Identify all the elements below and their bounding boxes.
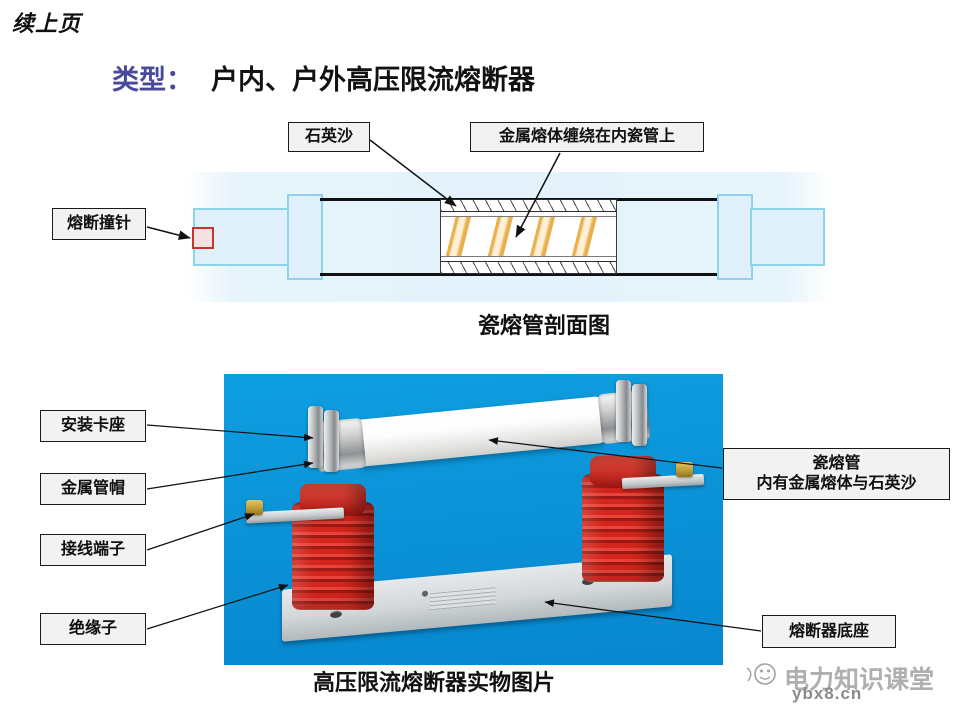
page-title: 类型： 户内、户外高压限流熔断器 bbox=[112, 58, 535, 97]
ceramic-tube-body bbox=[440, 199, 617, 274]
smiley-circle-icon bbox=[746, 663, 776, 685]
callout-fuse-base[interactable]: 熔断器底座 bbox=[762, 615, 896, 648]
callout-fuse-element-label: 金属熔体缠绕在内瓷管上 bbox=[498, 128, 675, 146]
callout-insulator-label: 绝缘子 bbox=[68, 620, 117, 638]
callout-fuse-tube[interactable]: 瓷熔管 内有金属熔体与石英沙 bbox=[723, 448, 950, 500]
mounting-clip-left-b bbox=[324, 410, 339, 472]
cross-section-panel bbox=[187, 172, 830, 302]
terminal-bolt-left bbox=[246, 500, 263, 515]
striker-pin-marker bbox=[192, 227, 214, 249]
fuse-photograph bbox=[224, 374, 723, 665]
fuse-element-stripe bbox=[443, 217, 474, 256]
callout-terminal[interactable]: 接线端子 bbox=[40, 534, 146, 566]
tube-bottom-rail bbox=[320, 273, 720, 276]
quartz-sand-band-top bbox=[441, 199, 616, 212]
left-metal-cap bbox=[287, 194, 323, 280]
callout-fuse-base-label: 熔断器底座 bbox=[788, 622, 869, 640]
title-value: 户内、户外高压限流熔断器 bbox=[211, 65, 535, 95]
callout-metal-cap[interactable]: 金属管帽 bbox=[40, 473, 146, 505]
quartz-sand-band-bottom bbox=[441, 261, 616, 274]
base-plate-hole bbox=[330, 610, 342, 619]
mounting-clip-left bbox=[308, 406, 323, 468]
continuation-note: 续上页 bbox=[12, 11, 82, 36]
callout-mounting-clip[interactable]: 安装卡座 bbox=[40, 410, 146, 442]
leader-striker-pin bbox=[146, 226, 191, 240]
fuse-element-stripe bbox=[485, 217, 516, 256]
photo-caption: 高压限流熔断器实物图片 bbox=[313, 670, 556, 695]
callout-fuse-tube-line2: 内有金属熔体与石英沙 bbox=[756, 475, 917, 492]
callout-metal-cap-label: 金属管帽 bbox=[60, 480, 125, 498]
callout-fuse-tube-line1: 瓷熔管 bbox=[812, 455, 861, 473]
callout-striker-pin-label: 熔断撞针 bbox=[66, 215, 131, 233]
watermark-url: ybx8.cn bbox=[792, 684, 863, 703]
terminal-bolt-right bbox=[676, 462, 693, 477]
base-plate-logo-dot bbox=[422, 590, 428, 598]
callout-quartz-sand[interactable]: 石英沙 bbox=[288, 122, 370, 152]
callout-terminal-label: 接线端子 bbox=[60, 541, 125, 559]
fuse-element-core bbox=[441, 217, 616, 256]
inner-tube-line-bottom bbox=[441, 256, 616, 257]
fuse-element-stripe bbox=[569, 217, 600, 256]
insulator-right bbox=[582, 474, 664, 582]
callout-quartz-sand-label: 石英沙 bbox=[304, 128, 353, 146]
ceramic-fuse-tube bbox=[352, 395, 608, 468]
callout-striker-pin[interactable]: 熔断撞针 bbox=[52, 208, 146, 240]
callout-insulator[interactable]: 绝缘子 bbox=[40, 613, 146, 645]
callout-mounting-clip-label: 安装卡座 bbox=[60, 417, 125, 435]
right-terminal-rod bbox=[750, 208, 825, 266]
watermark-brand: 电力知识课堂 bbox=[784, 667, 935, 694]
mounting-clip-right bbox=[616, 380, 631, 442]
title-key: 类型： bbox=[112, 65, 193, 95]
cross-section-caption: 瓷熔管剖面图 bbox=[478, 313, 611, 338]
base-plate-rating-label bbox=[430, 586, 496, 611]
callout-fuse-element[interactable]: 金属熔体缠绕在内瓷管上 bbox=[470, 122, 704, 152]
mounting-clip-right-b bbox=[632, 384, 647, 446]
fuse-element-stripe bbox=[527, 217, 558, 256]
watermark: 电力知识课堂 ybx8.cn bbox=[742, 658, 954, 716]
right-metal-cap bbox=[717, 194, 753, 280]
